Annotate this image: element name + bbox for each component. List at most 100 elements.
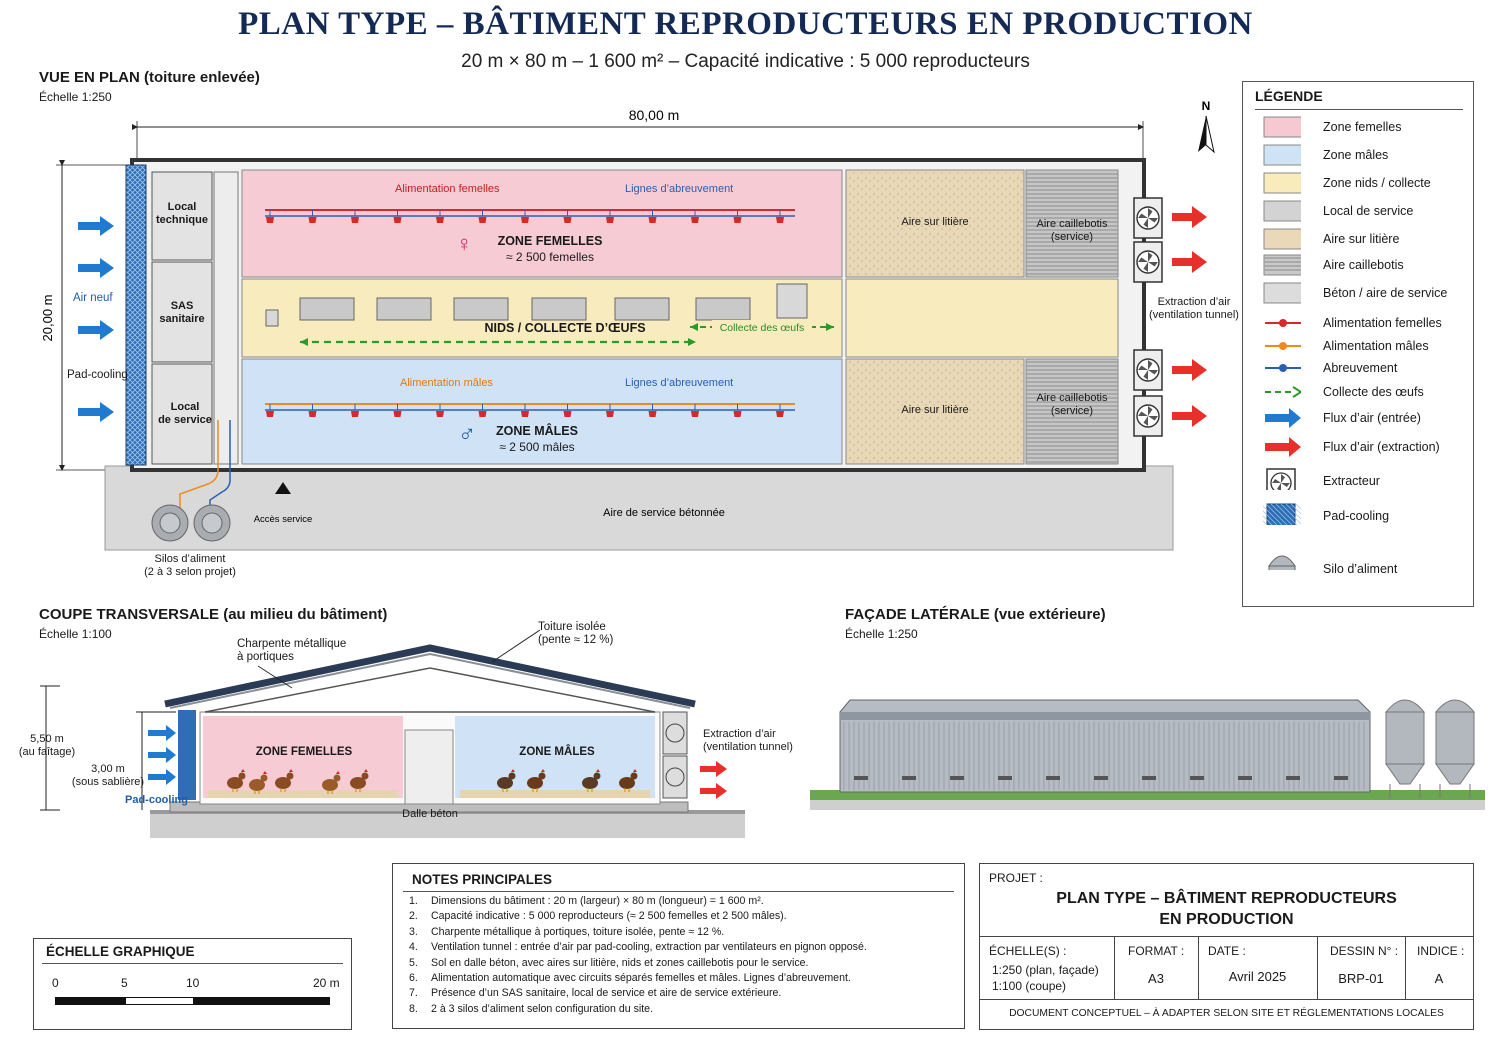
legend-item: Aire sur litière [1243, 228, 1473, 252]
note-number: 6. [409, 972, 418, 985]
acces-service-marker [275, 482, 291, 494]
zone-males-count: ≈ 2 500 mâles [499, 440, 575, 454]
legend-item: Silo d’aliment [1243, 548, 1473, 576]
plan-section-title: VUE EN PLAN (toiture enlevée) [39, 69, 260, 86]
litiere-area-2 [845, 358, 1025, 465]
legend-item: Collecte des œufs [1243, 381, 1473, 405]
format-value: A3 [1148, 971, 1164, 986]
legend-label: Zone femelles [1323, 120, 1402, 134]
facade-section-title: FAÇADE LATÉRALE (vue extérieure) [845, 606, 1106, 623]
projet-label: PROJET : [989, 871, 1043, 885]
legend-item: Local de service [1243, 200, 1473, 224]
projet-title: PLAN TYPE – BÂTIMENT REPRODUCTEURS EN PR… [1056, 890, 1397, 928]
note-text: Ventilation tunnel : entrée d’air par pa… [431, 941, 867, 954]
notes-title: NOTES PRINCIPALES [412, 872, 553, 887]
plan-title: VUE EN PLAN [39, 69, 140, 86]
local-service-room [151, 363, 213, 465]
legend-line-icon [1265, 342, 1301, 350]
notes-panel: NOTES PRINCIPALES 1.Dimensions du bâtime… [392, 863, 965, 1029]
note-item: 6. Alimentation automatique avec circuits… [409, 971, 867, 986]
legend-item: Flux d’air (extraction) [1243, 436, 1473, 460]
legend-fill-icon [1263, 116, 1301, 138]
note-item: 1.Dimensions du bâtiment : 20 m (largeur… [409, 894, 867, 909]
legend-label: Aire sur litière [1323, 232, 1400, 246]
dim-length-label: 80,00 m [629, 107, 680, 123]
legend-arrow-icon [1265, 437, 1301, 457]
legend-label: Pad-cooling [1323, 509, 1390, 523]
legend-item: Zone mâles [1243, 144, 1473, 168]
echelles-label: ÉCHELLE(S) : [989, 944, 1067, 958]
legend-item: Zone nids / collecte [1243, 172, 1473, 196]
notes-list: 1.Dimensions du bâtiment : 20 m (largeur… [409, 894, 867, 1017]
note-text: Capacité indicative : 5 000 reproducteur… [431, 910, 787, 923]
sas-room [151, 261, 213, 363]
echelle-bar-3 [193, 997, 330, 1005]
legend-line-icon [1265, 319, 1301, 327]
note-item: 5.Sol en dalle béton, avec aires sur lit… [409, 956, 867, 971]
zone-femelles-count: ≈ 2 500 femelles [506, 250, 594, 264]
note-number: 2. [409, 910, 418, 923]
feeder-line-males [265, 403, 795, 411]
cartouche-footer: DOCUMENT CONCEPTUEL – À ADAPTER SELON SI… [1009, 1008, 1444, 1019]
abreuvement-label-1: Lignes d’abreuvement [625, 183, 734, 195]
note-text: Sol en dalle béton, avec aires sur litiè… [431, 956, 809, 969]
plan-scale: Échelle 1:250 [39, 90, 112, 104]
coupe-femelles-label: ZONE FEMELLES [255, 746, 353, 758]
coupe-males-label: ZONE MÂLES [519, 746, 595, 758]
legend-silo-icon [1268, 555, 1296, 570]
legend-label: Alimentation femelles [1323, 316, 1442, 330]
legend-fan-icon [1266, 468, 1296, 490]
plan-drawing: 80,00 m 20,00 m Aire de service bétonnée… [40, 99, 1215, 551]
legend-label: Zone nids / collecte [1323, 176, 1431, 190]
legend-item: Aire caillebotis [1243, 254, 1473, 278]
zone-femelles-label: ZONE FEMELLES [497, 234, 603, 248]
coupe-title-note: (au milieu du bâtiment) [223, 606, 388, 623]
echelles-value: 1:250 (plan, façade) 1:100 (coupe) [992, 963, 1099, 993]
legend-fill-icon [1263, 228, 1301, 250]
legend-label: Aire caillebotis [1323, 258, 1404, 272]
zone-males-label: ZONE MÂLES [496, 424, 578, 438]
dessin-label: DESSIN N° : [1330, 944, 1399, 958]
legend-item: Pad-cooling [1243, 503, 1473, 527]
note-text: Charpente métallique à portiques, toitur… [431, 925, 725, 938]
legend-fill-icon [1263, 254, 1301, 276]
local-technique-room [151, 171, 213, 261]
zone-femelles-area [241, 169, 843, 278]
legend-item: Alimentation femelles [1243, 312, 1473, 336]
note-item: 4.Ventilation tunnel : entrée d’air par … [409, 940, 867, 955]
extracteurs [1133, 197, 1163, 437]
air-out-arrows [1172, 206, 1207, 427]
indice-value: A [1434, 971, 1444, 986]
echelle-panel: ÉCHELLE GRAPHIQUE 0 5 10 20 m [33, 938, 352, 1030]
legend-fill-icon [1263, 200, 1301, 222]
page-title: PLAN TYPE – BÂTIMENT REPRODUCTEURS EN PR… [238, 6, 1253, 42]
legend-label: Abreuvement [1323, 361, 1398, 375]
coupe-pad-label: Pad-cooling [125, 794, 188, 806]
legend-label: Flux d’air (extraction) [1323, 440, 1440, 454]
north-label: N [1202, 99, 1211, 113]
caillebotis-area-1 [1025, 169, 1119, 278]
note-text: Alimentation automatique avec circuits s… [431, 972, 851, 985]
note-item: 3.Charpente métallique à portiques, toit… [409, 925, 867, 940]
zone-males-area [241, 358, 843, 465]
air-in-arrows [78, 216, 114, 422]
coupe-drawing [40, 629, 745, 838]
legend-fill-icon [1263, 282, 1301, 304]
legend-fill-icon [1263, 172, 1301, 194]
echelle-tick-5: 5 [121, 976, 128, 990]
echelle-bar-1 [55, 997, 127, 1005]
toiture-label: Toiture isolée (pente ≈ 12 %) [538, 621, 614, 646]
format-label: FORMAT : [1128, 944, 1185, 958]
facade-drawing [810, 699, 1485, 810]
h-faitage-label: 5,50 m (au faîtage) [18, 733, 76, 758]
charpente-label: Charpente métallique à portiques [237, 638, 347, 663]
local-technique-label: Local technique [156, 201, 208, 226]
sas-label: SAS sanitaire [159, 300, 205, 325]
caillebotis-label-2: Aire caillebotis (service) [1036, 392, 1108, 417]
silos-plan [151, 504, 231, 542]
male-symbol-icon: ♂ [458, 421, 476, 448]
air-neuf-label: Air neuf [73, 292, 113, 304]
legend-item: Zone femelles [1243, 116, 1473, 140]
plan-title-note: (toiture enlevée) [144, 69, 260, 86]
legend-line-icon [1265, 364, 1301, 372]
